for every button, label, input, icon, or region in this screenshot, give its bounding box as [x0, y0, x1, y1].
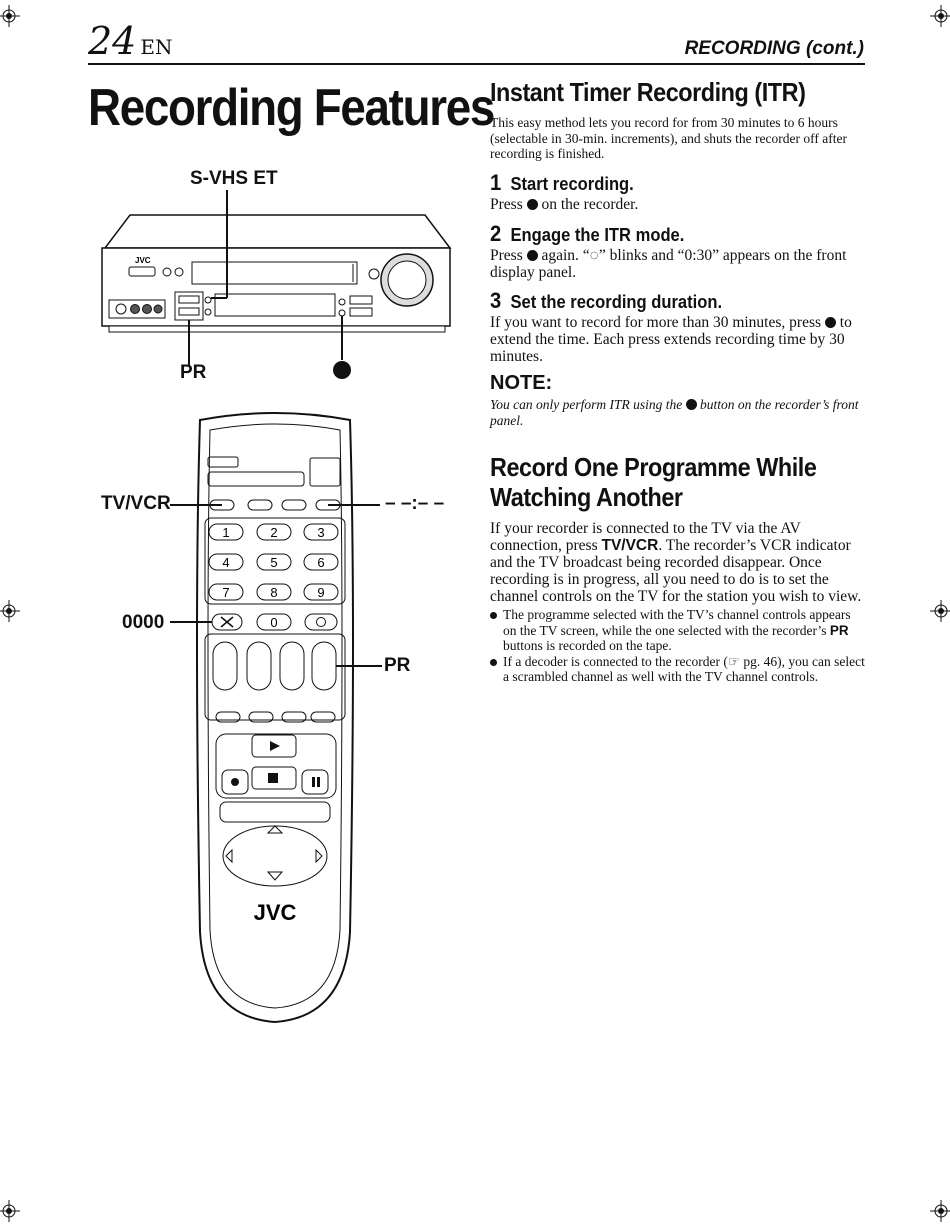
remote-key-label: 4 — [222, 555, 229, 570]
vcr-brand-text: JVC — [135, 256, 151, 265]
remote-key-label: 1 — [222, 525, 229, 540]
remote-key-0 — [256, 613, 292, 631]
record-one-bullets: The programme selected with the TV’s cha… — [490, 607, 865, 685]
remote-key-1 — [208, 523, 244, 541]
remote-key-label: 9 — [317, 585, 324, 600]
remote-key-8 — [256, 583, 292, 601]
remote-key-label: 5 — [270, 555, 277, 570]
record-button-icon — [685, 399, 697, 410]
remote-key-label: 7 — [222, 585, 229, 600]
remote-key-label: 2 — [270, 525, 277, 540]
zero-zero-label: 0000 — [122, 612, 165, 633]
vcr-illustration: JVC — [101, 190, 452, 379]
itr-heading: Instant Timer Recording (ITR) — [490, 77, 806, 107]
registration-mark — [930, 5, 950, 27]
dash-display-label: – –:– – — [385, 493, 445, 514]
page-title: Recording Features — [88, 79, 495, 137]
remote-brand-text: JVC — [254, 900, 297, 925]
remote-key-label: 0 — [270, 615, 277, 630]
note-title: NOTE: — [490, 372, 553, 394]
record-one-heading-2: Watching Another — [490, 482, 683, 512]
pr-label-vcr: PR — [180, 362, 207, 383]
itr-note: NOTE: You can only perform ITR using the… — [490, 372, 865, 428]
list-item: If a decoder is connected to the recorde… — [490, 654, 865, 685]
registration-mark — [0, 5, 20, 27]
pr-label-remote: PR — [384, 655, 411, 676]
registration-mark — [0, 1200, 20, 1222]
remote-illustration: 1 2 3 4 5 6 7 8 9 0 JVC — [170, 412, 382, 1024]
remote-keypad: 1 2 3 4 5 6 7 8 9 0 — [208, 523, 339, 631]
record-one-heading-1: Record One Programme While — [490, 452, 817, 482]
record-button-icon — [526, 199, 538, 210]
header-rule — [88, 63, 865, 65]
running-header: RECORDING (cont.) — [684, 38, 864, 59]
registration-mark — [930, 600, 950, 622]
remote-key-label: 6 — [317, 555, 324, 570]
itr-section: Instant Timer Recording (ITR) This easy … — [490, 77, 865, 162]
record-button-icon — [526, 250, 538, 261]
registration-mark — [0, 600, 20, 622]
record-button-icon — [824, 317, 836, 328]
remote-key-3 — [303, 523, 339, 541]
remote-key-4 — [208, 553, 244, 571]
remote-key-label: 3 — [317, 525, 324, 540]
registration-mark — [930, 1200, 950, 1222]
remote-key-5 — [256, 553, 292, 571]
record-one-section: Record One Programme While Watching Anot… — [490, 452, 865, 685]
remote-key-label: 8 — [270, 585, 277, 600]
svhs-et-label: S-VHS ET — [190, 168, 278, 189]
remote-key-6 — [303, 553, 339, 571]
remote-key-9 — [303, 583, 339, 601]
remote-key-2 — [256, 523, 292, 541]
tv-vcr-label: TV/VCR — [101, 493, 171, 514]
language-code: EN — [140, 35, 173, 59]
itr-intro: This easy method lets you record for fro… — [490, 115, 847, 161]
remote-key-7 — [208, 583, 244, 601]
reference-icon: ☞ — [727, 653, 740, 669]
list-item: The programme selected with the TV’s cha… — [490, 607, 865, 654]
record-one-paragraph: If your recorder is connected to the TV … — [490, 520, 862, 605]
